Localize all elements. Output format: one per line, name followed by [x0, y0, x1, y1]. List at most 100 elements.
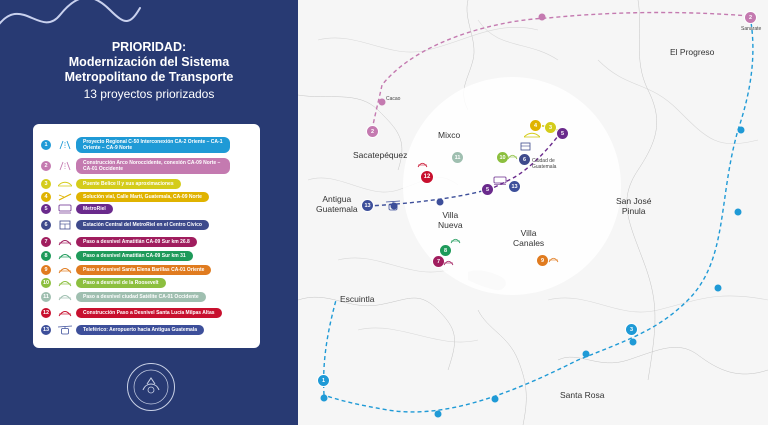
legend-number-badge: 8 [41, 250, 51, 261]
government-seal-logo [127, 363, 175, 411]
station-icon [58, 220, 72, 230]
place-label-san-jose-pinula: San José Pinula [616, 196, 652, 216]
map-marker-5-north[interactable]: 5 [556, 127, 569, 140]
map-marker-10[interactable]: 10 [496, 151, 509, 164]
place-label-santa-rosa: Santa Rosa [560, 390, 605, 400]
legend-item-7: 7 Paso a desnivel Amatitlán CA-09 Sur km … [41, 235, 197, 248]
highway-icon [58, 140, 72, 150]
map-canvas [298, 0, 768, 425]
map-marker-3-east[interactable]: 3 [625, 323, 638, 336]
place-label-sacatepequez: Sacatepéquez [353, 150, 408, 160]
place-label-mixco: Mixco [438, 130, 461, 140]
overpass-icon [417, 162, 428, 168]
place-label-villa-canales: Villa Canales [513, 228, 545, 248]
place-label-escuintla: Escuintla [340, 294, 375, 304]
legend-number-badge: 3 [41, 178, 51, 189]
decorative-squiggle [0, 0, 141, 25]
legend-item-6: 6 Estación Central del MetroRiel en el Ce… [41, 218, 209, 231]
legend-number-badge: 12 [41, 307, 51, 318]
legend-label: Teleférico: Aeropuerto hacia Antigua Gua… [76, 324, 205, 335]
map-marker-9[interactable]: 9 [536, 254, 549, 267]
legend-item-3: 3 Puente Belice II y sus aproximaciones [41, 177, 181, 190]
legend-number-badge: 2 [41, 160, 51, 171]
legend-item-11: 11 Paso a desnivel ciudad Satélite CA-01 … [41, 290, 206, 303]
legend-item-10: 10 Paso a desnivel de la Roosevelt [41, 276, 166, 289]
place-label-ciudad-guatemala: Ciudad de Guatemala [532, 158, 557, 170]
legend-label: Paso a desnivel de la Roosevelt [76, 277, 166, 288]
legend-label: Construcción Arco Noroccidente, conexión… [76, 157, 230, 174]
left-panel: PRIORIDAD: Modernización del Sistema Met… [0, 0, 298, 425]
place-label-sanarate: Sanarate [741, 26, 762, 32]
legend-item-13: 13 Teleférico: Aeropuerto hacia Antigua G… [41, 323, 205, 336]
map-marker-12[interactable]: 12 [420, 170, 434, 184]
map-area[interactable]: El Progreso Sanarate Mixco Sacatepéquez … [298, 0, 768, 425]
overpass-icon [548, 257, 559, 263]
legend-label: MetroRiel [76, 203, 113, 214]
title-line-3: Metropolitano de Transporte [64, 70, 234, 84]
overpass-icon [507, 154, 518, 160]
legend-label: Construcción Paso a Desnivel Santa Lucía… [76, 307, 222, 318]
legend-label: Proyecto Regional C-50 Interconexión CA-… [76, 136, 230, 153]
legend-number-badge: 11 [41, 291, 51, 302]
place-label-villa-nueva: Villa Nueva [438, 210, 463, 230]
legend-item-9: 9 Paso a desnivel Santa Elena Barillas CA… [41, 263, 212, 276]
map-marker-1-south[interactable]: 1 [317, 374, 330, 387]
highway-icon [58, 161, 72, 171]
map-marker-7[interactable]: 7 [432, 255, 445, 268]
overpass-icon [450, 238, 461, 244]
legend-item-8: 8 Paso a desnivel Amatitlán CA-09 Sur km … [41, 249, 193, 262]
map-marker-4[interactable]: 4 [529, 119, 542, 132]
subtitle: 13 proyectos priorizados [83, 87, 215, 101]
legend-number-badge: 5 [41, 203, 51, 214]
map-marker-5-south[interactable]: 5 [481, 183, 494, 196]
legend-label: Estación Central del MetroRiel en el Cen… [76, 219, 209, 230]
legend-number-badge: 10 [41, 277, 51, 288]
place-label-antigua-guatemala: Antigua Guatemala [316, 194, 358, 214]
legend-number-badge: 6 [41, 219, 51, 230]
legend-label: Paso a desnivel ciudad Satélite CA-01 Oc… [76, 291, 206, 302]
title-line-1: PRIORIDAD: [111, 40, 187, 54]
station-icon [520, 142, 531, 151]
legend-label: Paso a desnivel Amatitlán CA-09 Sur km 2… [76, 236, 197, 247]
overpass-icon [58, 251, 72, 261]
legend-item-5: 5 MetroRiel [41, 202, 113, 215]
place-label-cacao: Cacao [386, 96, 401, 102]
cablecar-icon [386, 200, 400, 211]
map-marker-13-airport[interactable]: 13 [508, 180, 521, 193]
map-marker-3[interactable]: 3 [544, 121, 557, 134]
overpass-icon [58, 278, 72, 288]
cablecar-icon [58, 325, 72, 335]
legend-item-4: 4 Solución vial, Calle Martí, Guatemala, … [41, 190, 209, 203]
legend-item-1: 1 Proyecto Regional C-50 Interconexión CA… [41, 136, 230, 153]
title-line-2: Modernización del Sistema [68, 55, 230, 69]
map-marker-13-antigua[interactable]: 13 [361, 199, 374, 212]
legend-label: Paso a desnivel Amatitlán CA-09 Sur km 3… [76, 250, 193, 261]
map-marker-2-west[interactable]: 2 [366, 125, 379, 138]
legend-label: Puente Belice II y sus aproximaciones [76, 178, 181, 189]
legend-number-badge: 9 [41, 264, 51, 275]
map-marker-8[interactable]: 8 [439, 244, 452, 257]
overpass-icon [443, 260, 454, 266]
overpass-icon [58, 292, 72, 302]
train-icon [58, 204, 72, 214]
map-marker-6[interactable]: 6 [518, 153, 531, 166]
legend-label: Solución vial, Calle Martí, Guatemala, C… [76, 191, 209, 202]
map-marker-11[interactable]: 11 [451, 151, 464, 164]
overpass-icon [58, 308, 72, 318]
overpass-icon [58, 265, 72, 275]
bridge-icon [58, 179, 72, 189]
legend-card: 1 Proyecto Regional C-50 Interconexión CA… [33, 124, 260, 348]
legend-number-badge: 4 [41, 191, 51, 202]
legend-number-badge: 1 [41, 139, 51, 150]
place-label-el-progreso: El Progreso [670, 47, 715, 57]
legend-item-2: 2 Construcción Arco Noroccidente, conexió… [41, 157, 230, 174]
map-marker-2-east[interactable]: 2 [744, 11, 757, 24]
title-block: PRIORIDAD: Modernización del Sistema Met… [20, 40, 278, 102]
legend-item-12: 12 Construcción Paso a Desnivel Santa Luc… [41, 306, 222, 319]
legend-label: Paso a desnivel Santa Elena Barillas CA-… [76, 264, 212, 275]
road-icon [58, 192, 72, 202]
legend-number-badge: 7 [41, 236, 51, 247]
legend-number-badge: 13 [41, 324, 51, 335]
bridge-icon [524, 132, 540, 138]
overpass-icon [58, 237, 72, 247]
